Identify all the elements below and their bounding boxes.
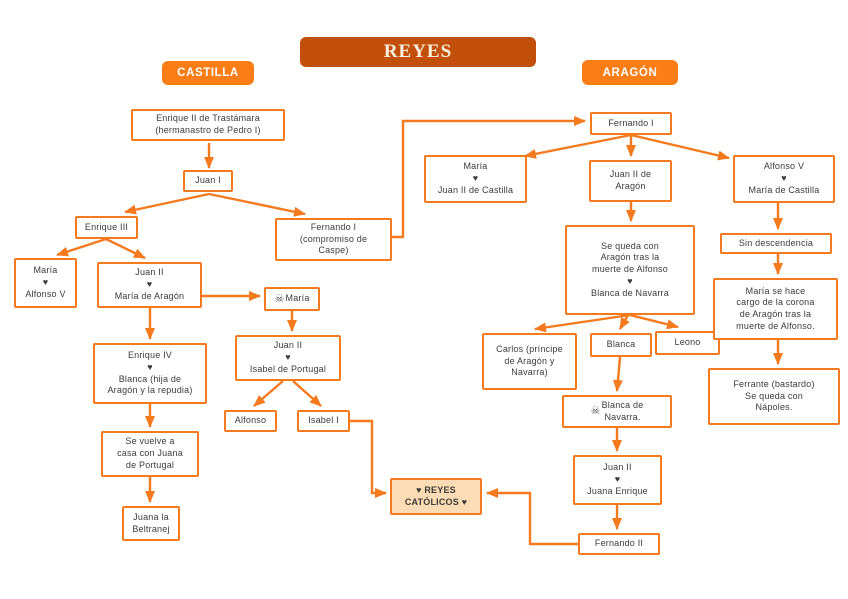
edge-enriqueiii-maria: [56, 237, 107, 257]
node-se-queda-aragon: Se queda con Aragón tras la muerte de Al…: [565, 225, 695, 315]
node-carlos-principe: Carlos (príncipe de Aragón y Navarra): [482, 333, 577, 390]
edge-fernandoi-alfonsov: [630, 133, 730, 161]
edge-sequeda-leonor: [629, 313, 679, 330]
edge-juani-enriqueiii: [124, 192, 210, 215]
node-fernando-ii: Fernando II: [578, 533, 660, 555]
aragon-column-header: ARAGÓN: [582, 60, 678, 85]
node-juana-beltraneja: Juana la Beltranej: [122, 506, 180, 541]
node-fernando-i-caspe: Fernando I (compromiso de Caspe): [275, 218, 392, 261]
edge-juani-caspe: [208, 192, 306, 217]
skull-crossbones-icon: ☠: [274, 292, 285, 305]
edge-sequeda-carlos: [534, 313, 631, 333]
page-title: REYES: [300, 37, 536, 67]
node-fernando-i: Fernando I: [590, 112, 672, 135]
edge-fernandoii-catolicos: [486, 488, 578, 546]
node-maria-fallecida-label: María: [285, 293, 310, 304]
node-maria-juan-ii-castilla: María ♥ Juan II de Castilla: [424, 155, 527, 203]
node-se-vuelve-casar: Se vuelve a casa con Juana de Portugal: [101, 431, 199, 477]
edge-sequeda-blanca: [618, 314, 630, 330]
node-enrique-ii: Enrique II de Trastámara (hermanastro de…: [131, 109, 285, 141]
edge-enriqueiii-juanii: [105, 237, 146, 260]
edge-isabeli-catolicos: [350, 419, 387, 498]
edge-blanca-blancanavarra: [612, 356, 623, 392]
edge-fernandoi-maria: [524, 133, 632, 159]
castilla-column-header: CASTILLA: [162, 61, 254, 85]
node-alfonso-v-maria-castilla: Alfonso V ♥ María de Castilla: [733, 155, 835, 203]
node-alfonso: Alfonso: [224, 410, 277, 432]
node-maria-fallecida: ☠ María: [264, 287, 320, 311]
node-juan-ii-isabel-portugal: Juan II ♥ Isabel de Portugal: [235, 335, 341, 381]
node-juan-ii-maria-aragon: Juan II ♥ María de Aragón: [97, 262, 202, 308]
node-blanca: Blanca: [590, 333, 652, 357]
node-maria-corona: María se hace cargo de la corona de Arag…: [713, 278, 838, 340]
edge-juanii-alfonso: [253, 380, 284, 407]
node-juan-i: Juan I: [183, 170, 233, 192]
node-ferrante: Ferrante (bastardo) Se queda con Nápoles…: [708, 368, 840, 425]
skull-crossbones-icon: ☠: [590, 405, 601, 417]
node-sin-descendencia: Sin descendencia: [720, 233, 832, 254]
node-blanca-navarra-label: Blanca de Navarra.: [601, 399, 644, 422]
node-juan-ii-aragon: Juan II de Aragón: [589, 160, 672, 202]
node-enrique-iv: Enrique IV ♥ Blanca (hija de Aragón y la…: [93, 343, 207, 404]
node-reyes-catolicos: ♥ REYES CATÓLICOS ♥: [390, 478, 482, 515]
node-juan-ii-juana-enrique: Juan II ♥ Juana Enrique: [573, 455, 662, 505]
node-isabel-i: Isabel I: [297, 410, 350, 432]
node-blanca-navarra-fallecida: ☠ Blanca de Navarra.: [562, 395, 672, 428]
node-enrique-iii: Enrique III: [75, 216, 138, 239]
node-leonor: Leono: [655, 331, 720, 355]
node-maria-alfonso-v: María ♥ Alfonso V: [14, 258, 77, 308]
edge-juanii-isabeli: [292, 380, 322, 407]
